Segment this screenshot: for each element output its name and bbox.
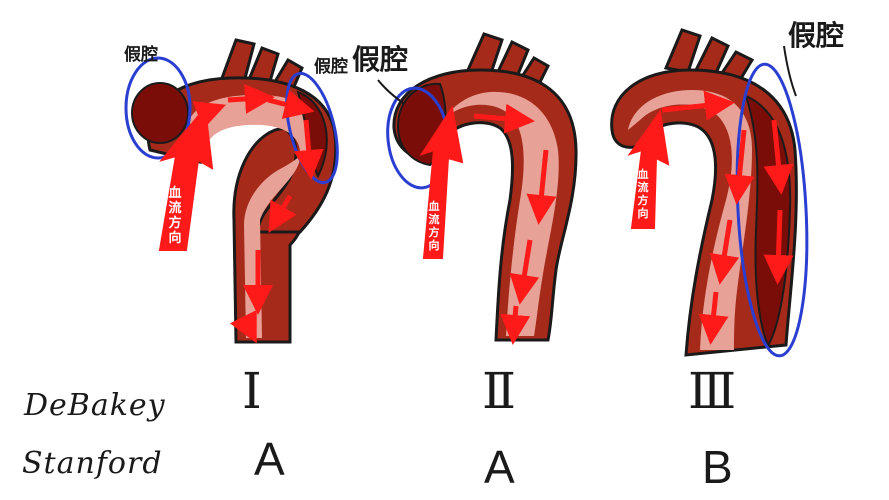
label-pointers xyxy=(377,45,797,105)
false-lumen-label: 假腔 xyxy=(124,45,158,65)
false-lumen-label: 假腔 xyxy=(788,19,845,52)
stanford-type-1: A xyxy=(254,433,285,485)
aorta-type-2 xyxy=(386,32,578,345)
blood-flow-arrow xyxy=(627,109,670,229)
blood-flow-label: 血流方向 xyxy=(637,168,649,220)
debakey-type-2: Ⅱ xyxy=(482,362,516,420)
blood-flow-label: 血流方向 xyxy=(168,186,182,246)
aorta-type-3 xyxy=(610,28,809,358)
false-lumen-circle xyxy=(124,56,192,160)
stanford-type-3: B xyxy=(702,441,733,493)
stanford-type-2: A xyxy=(484,441,515,493)
flow-arrows xyxy=(473,103,557,345)
row-label-stanford: Stanford xyxy=(22,446,163,481)
debakey-type-3: Ⅲ xyxy=(688,362,737,420)
debakey-type-1: Ⅰ xyxy=(242,362,262,420)
vessel-lumen xyxy=(186,94,319,338)
false-lumen-circle xyxy=(735,62,809,358)
false-lumen xyxy=(131,82,189,144)
false-lumen-label: 假腔 xyxy=(314,57,348,77)
row-label-debakey: DeBakey xyxy=(24,388,166,423)
false-lumen-circle xyxy=(285,71,339,185)
blood-flow-arrow xyxy=(158,105,214,251)
false-lumen-label: 假腔 xyxy=(352,43,409,76)
vessel-lumen xyxy=(628,90,752,350)
blood-flow-label: 血流方向 xyxy=(428,200,440,252)
aorta-type-1 xyxy=(124,38,339,344)
flow-arrows xyxy=(661,90,794,345)
blood-flow-arrow xyxy=(419,105,464,259)
